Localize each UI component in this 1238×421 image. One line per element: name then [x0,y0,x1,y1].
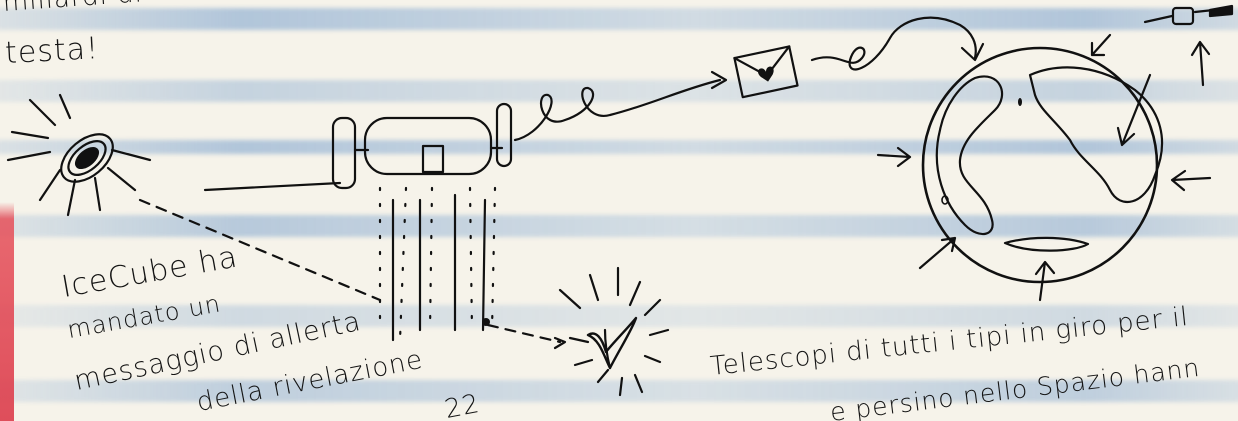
earth-icon [921,46,1164,284]
arrow-icon [1090,33,1112,57]
neutrino-nu-icon [558,266,670,397]
arrow-icon [1170,169,1212,192]
arrow-icon [553,336,567,350]
arrow-icon [1116,73,1152,147]
neutrino-detector-icon [203,102,513,342]
dashed-path [486,323,562,344]
margin-line [0,0,14,421]
blazar-icon [6,93,152,217]
signal-squiggle-icon [513,78,722,142]
arrow-icon [1190,40,1211,87]
paper-stripe [0,8,1238,30]
paper-stripe [0,80,1238,102]
top-left-line2: testa! [4,31,100,71]
satellite-icon [1143,4,1234,26]
paper-stripe [0,140,1238,154]
paper-stripe [0,380,1238,402]
arrow-icon [710,70,728,90]
arrow-icon [918,236,957,270]
arrow-icon [960,42,985,62]
paper-stripe [0,215,1238,237]
arrow-icon [876,146,912,168]
envelope-icon [733,45,799,99]
arrow-icon [1034,260,1056,302]
dashed-path [138,198,382,302]
paper-stripe [0,305,1238,327]
icecube-line5: 22 [442,388,483,421]
